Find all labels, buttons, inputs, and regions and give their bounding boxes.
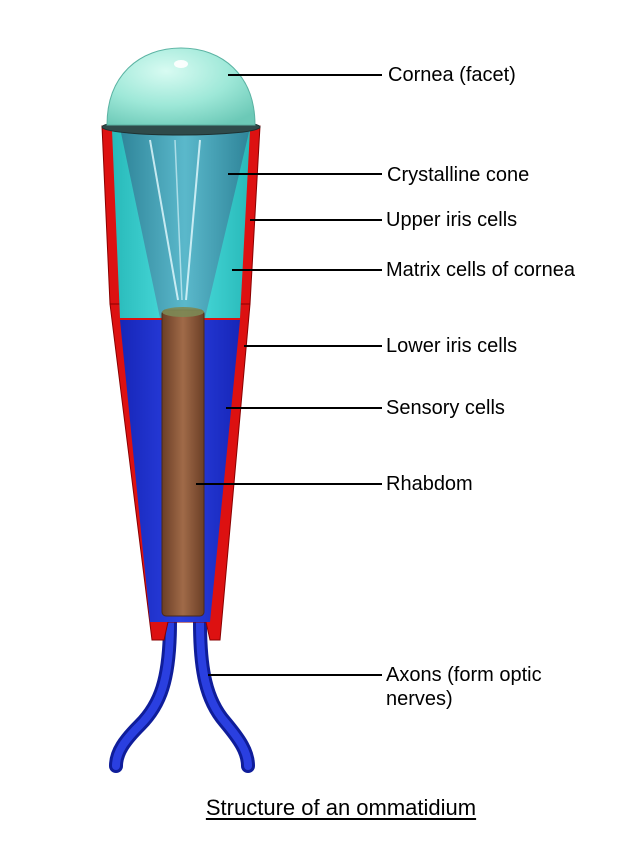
label-crystalline-cone: Crystalline cone <box>387 164 530 186</box>
axons <box>109 615 255 773</box>
label-upper-iris-cells: Upper iris cells <box>386 209 518 231</box>
label-cornea: Cornea (facet) <box>388 64 516 86</box>
caption-text: Structure of an ommatidium <box>205 795 477 820</box>
label-matrix-cells: Matrix cells of cornea <box>386 259 575 281</box>
figure-caption: Structure of an ommatidium <box>0 795 626 821</box>
crystalline-cone <box>120 128 250 318</box>
label-sensory-cells: Sensory cells <box>386 397 505 419</box>
label-rhabdom: Rhabdom <box>386 473 473 495</box>
label-axons: Axons (form optic nerves) <box>386 664 542 710</box>
leader-lines <box>196 74 382 676</box>
cornea-facet <box>106 47 256 126</box>
rhabdom <box>161 309 205 617</box>
label-lower-iris-cells: Lower iris cells <box>386 335 518 357</box>
